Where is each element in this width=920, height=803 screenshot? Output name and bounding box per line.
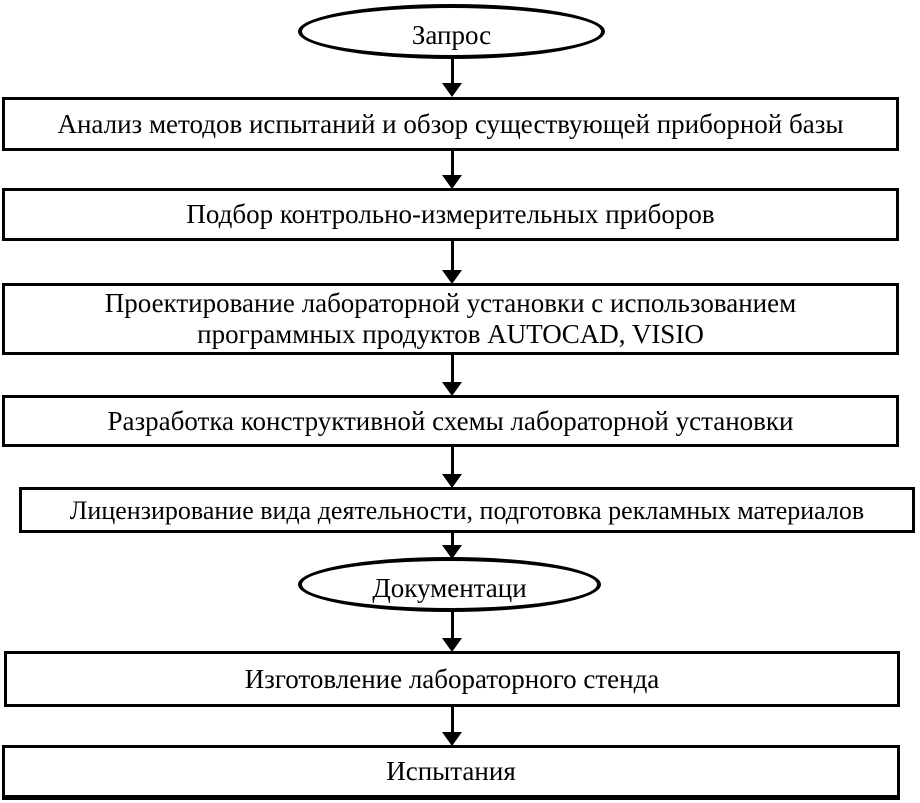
arrow-shaft — [450, 354, 454, 386]
node-label: Анализ методов испытаний и обзор существ… — [57, 108, 844, 139]
arrow-shaft — [450, 240, 454, 274]
node-label: Документаци — [372, 572, 527, 603]
flowchart-node-design: Проектирование лабораторной установки с … — [2, 283, 899, 355]
flow-arrow-down — [442, 150, 462, 189]
node-label: Проектирование лабораторной установки с … — [104, 288, 797, 349]
arrow-shaft — [450, 532, 454, 549]
arrow-head-icon — [442, 83, 462, 97]
arrow-shaft — [450, 610, 454, 642]
arrow-shaft — [450, 57, 454, 87]
node-label: Разработка конструктивной схемы лаборато… — [107, 405, 794, 436]
flow-arrow-down — [442, 446, 462, 488]
flowchart-node-documentation: Документаци — [298, 557, 601, 612]
flow-arrow-down — [442, 57, 462, 97]
flow-arrow-down — [442, 706, 462, 746]
arrow-head-icon — [442, 474, 462, 488]
node-label: Изготовление лабораторного стенда — [244, 663, 660, 694]
arrow-shaft — [450, 446, 454, 478]
arrow-shaft — [450, 150, 454, 179]
flow-arrow-down — [442, 532, 462, 559]
arrow-head-icon — [442, 270, 462, 284]
arrow-head-icon — [442, 545, 462, 559]
arrow-head-icon — [442, 638, 462, 652]
node-label: Запрос — [411, 19, 492, 50]
arrow-head-icon — [442, 732, 462, 746]
node-label: Испытания — [386, 756, 516, 786]
flowchart-node-analysis: Анализ методов испытаний и обзор существ… — [2, 97, 899, 151]
flowchart-node-start: Запрос — [298, 4, 605, 59]
arrow-head-icon — [442, 175, 462, 189]
flow-arrow-down — [442, 610, 462, 652]
flowchart-node-licensing: Лицензирование вида деятельности, подгот… — [19, 487, 915, 533]
arrow-head-icon — [442, 382, 462, 396]
node-label: Лицензирование вида деятельности, подгот… — [69, 495, 865, 525]
flowchart-node-instrument-selection: Подбор контрольно-измерительных приборов — [2, 188, 899, 241]
flowchart-node-scheme-development: Разработка конструктивной схемы лаборато… — [2, 395, 899, 447]
flow-arrow-down — [442, 240, 462, 284]
flowchart-node-testing: Испытания — [2, 745, 900, 800]
arrow-shaft — [450, 706, 454, 736]
flowchart-node-stand-manufacturing: Изготовление лабораторного стенда — [4, 651, 900, 707]
node-label: Подбор контрольно-измерительных приборов — [186, 199, 715, 229]
flow-arrow-down — [442, 354, 462, 396]
